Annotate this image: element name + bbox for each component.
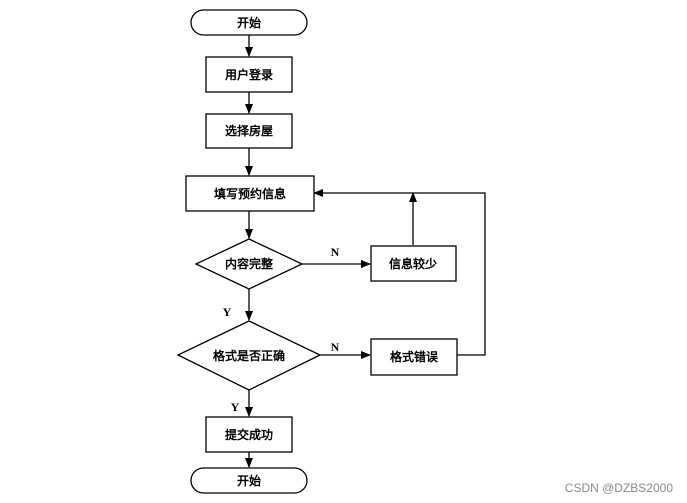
node-complete-check-label: 内容完整 (225, 256, 273, 271)
node-fill-label: 填写预约信息 (214, 186, 286, 201)
node-end-label: 开始 (237, 473, 261, 488)
process-shape (205, 416, 293, 453)
node-format-error: 格式错误 (370, 338, 458, 376)
node-format-check: 格式是否正确 (176, 320, 322, 391)
process-shape (370, 245, 457, 282)
node-select-label: 选择房屋 (225, 123, 273, 138)
node-info-less: 信息较少 (370, 245, 457, 282)
decision-shape (194, 238, 304, 290)
terminator-shape (190, 9, 308, 36)
watermark-text: CSDN @DZBS2000 (564, 481, 673, 495)
process-shape (185, 175, 315, 212)
process-shape (370, 338, 458, 376)
node-login: 用户登录 (205, 56, 293, 93)
node-submit: 提交成功 (205, 416, 293, 453)
node-login-label: 用户登录 (224, 67, 273, 82)
node-format-check-label: 格式是否正确 (213, 348, 285, 363)
node-submit-label: 提交成功 (225, 427, 273, 442)
node-end: 开始 (190, 467, 308, 494)
node-format-error-label: 格式错误 (390, 349, 439, 364)
node-start: 开始 (190, 9, 308, 36)
edge-label-format-no: N (331, 340, 340, 354)
terminator-shape (190, 467, 308, 494)
node-start-label: 开始 (237, 15, 261, 30)
edge-label-complete-yes: Y (223, 305, 232, 319)
edge-format-error-back-to-fill (313, 189, 486, 356)
process-shape (205, 56, 293, 93)
flowchart-edges (245, 35, 486, 468)
node-info-less-label: 信息较少 (389, 256, 437, 271)
edge-label-complete-no: N (331, 245, 340, 259)
node-complete-check: 内容完整 (194, 238, 304, 290)
process-shape (205, 113, 293, 149)
flowchart-nodes: 开始 用户登录 选择房屋 填写预约信息 内容完整 信息较少 格式是否正确 (176, 9, 458, 494)
node-fill: 填写预约信息 (185, 175, 315, 212)
flowchart-edge-labels: N Y N Y (223, 245, 340, 414)
decision-shape (176, 320, 322, 391)
edge-label-format-yes: Y (231, 400, 240, 414)
node-select: 选择房屋 (205, 113, 293, 149)
